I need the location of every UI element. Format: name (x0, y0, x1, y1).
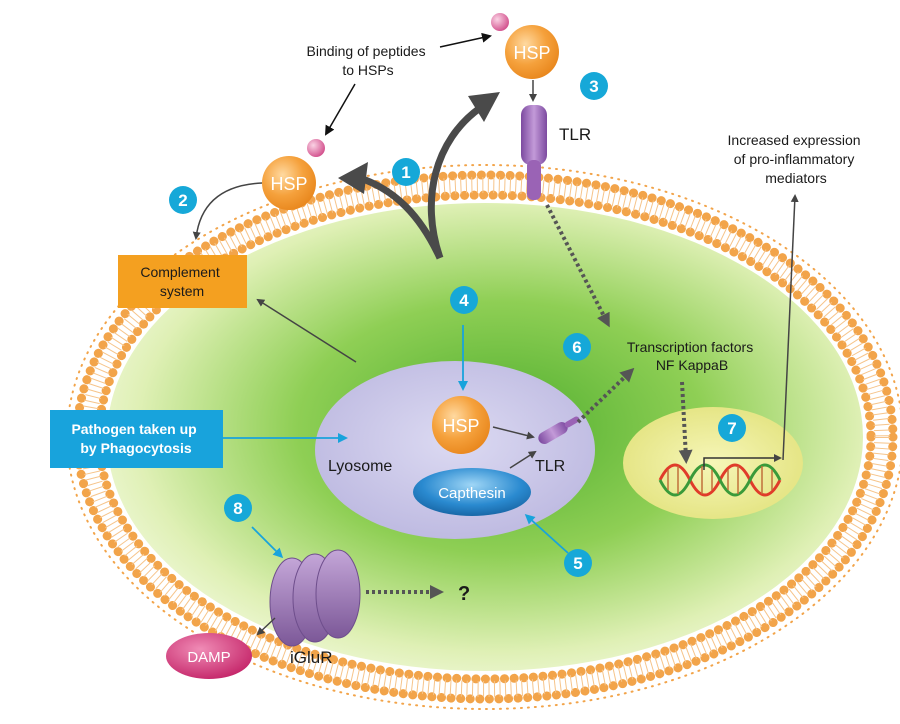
pathogen-label: Pathogen taken up by Phagocytosis (71, 421, 200, 456)
damp-label: DAMP (187, 649, 230, 666)
badge-1-number: 1 (401, 163, 410, 182)
tlr-top-icon (521, 105, 547, 200)
hsp-left-label: HSP (270, 174, 307, 194)
badge-6-number: 6 (572, 338, 581, 357)
badge-2: 2 (169, 186, 197, 214)
badge8-arrow (251, 526, 284, 559)
badge-6: 6 (563, 333, 591, 361)
increased-line-1: Increased expression (728, 132, 861, 148)
iglur-label: iGluR (290, 648, 333, 667)
badge-3: 3 (580, 72, 608, 100)
badge-3-number: 3 (589, 77, 598, 96)
transcription-label: Transcription factors NF KappaB (627, 339, 757, 373)
hsp-lysosome-label: HSP (442, 416, 479, 436)
capthesin-label: Capthesin (438, 485, 506, 502)
complement-line-1: Complement (140, 264, 219, 280)
increased-line-2: of pro-inflammatory (734, 151, 855, 167)
binding-line-1: Binding of peptides (307, 43, 426, 59)
increased-line-3: mediators (765, 170, 826, 186)
tlr-top-to-nfkb-arrow (545, 204, 610, 328)
nfkb-to-dna-arrow (678, 381, 693, 464)
iglur-icon (269, 549, 361, 647)
capthesin: Capthesin (413, 468, 531, 516)
badge-5: 5 (564, 549, 592, 577)
tlr-inner-label: TLR (535, 458, 565, 475)
tlr-inner-icon (538, 416, 580, 444)
badge-7: 7 (718, 414, 746, 442)
binding-label: Binding of peptides to HSPs (307, 43, 430, 78)
lysosome-to-complement-arrow (256, 298, 357, 363)
binding-to-hsp-top-arrow (439, 32, 492, 48)
badge5-arrow (524, 513, 569, 554)
badge-4-number: 4 (459, 291, 469, 310)
badge-1: 1 (392, 158, 420, 186)
complement-system-box: Complement system (118, 255, 247, 308)
complement-label: Complement system (140, 264, 223, 299)
complement-line-2: system (160, 283, 204, 299)
pathogen-line-2: by Phagocytosis (80, 440, 191, 456)
export-arrow-left-head (338, 162, 368, 194)
tlr-inner-to-nfkb-arrow (576, 367, 635, 424)
lysosome-label: Lyosome (328, 458, 392, 475)
export-arrow-up (427, 105, 483, 260)
badge-7-number: 7 (727, 419, 736, 438)
pathogen-box: Pathogen taken up by Phagocytosis (50, 410, 223, 468)
question-mark: ? (458, 583, 470, 605)
hsp-lysosome: HSP (432, 396, 490, 454)
badge-4: 4 (450, 286, 478, 314)
dna-helix-icon (658, 463, 782, 497)
export-arrow-up-head (468, 92, 500, 122)
transcription-line-2: NF KappaB (656, 357, 728, 373)
transcription-line-1: Transcription factors (627, 339, 753, 355)
badge-8-number: 8 (233, 499, 242, 518)
iglur-to-damp-arrow (256, 617, 276, 636)
cell-membrane-outer (66, 164, 900, 710)
binding-line-2: to HSPs (342, 62, 393, 78)
hsp-top-label: HSP (513, 43, 550, 63)
badge-5-number: 5 (573, 554, 582, 573)
expression-arrow (782, 194, 799, 461)
badge-2-number: 2 (178, 191, 187, 210)
badge-8: 8 (224, 494, 252, 522)
binding-to-hsp-left-arrow (324, 83, 356, 136)
hsp-to-tlr-arrow (492, 426, 535, 440)
tlr-top-label: TLR (559, 125, 591, 144)
hsp-to-complement-arrow (192, 182, 263, 240)
capthesin-to-tlr-arrow (509, 450, 537, 469)
transcription-start-arrow (703, 454, 782, 470)
hsp-left: HSP (262, 139, 325, 210)
hsp-top: HSP (491, 13, 559, 79)
damp: DAMP (166, 633, 252, 679)
nucleus (623, 407, 803, 519)
pathogen-line-1: Pathogen taken up (71, 421, 196, 437)
increased-expression-label: Increased expression of pro-inflammatory… (728, 132, 865, 186)
membrane-tails (80, 177, 890, 697)
